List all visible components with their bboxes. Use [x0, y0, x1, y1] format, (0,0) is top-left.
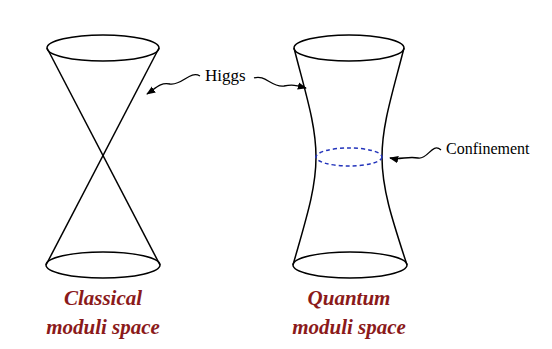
leader-line — [254, 77, 306, 88]
cone-side — [47, 48, 160, 265]
confinement-circle — [316, 148, 382, 166]
leader-line — [390, 148, 441, 159]
hyperboloid-side — [293, 48, 316, 265]
higgs-label: Higgs — [205, 66, 246, 86]
confinement-label: Confinement — [446, 140, 530, 158]
cone-bottom-rim — [46, 252, 160, 278]
quantum-hyperboloid — [293, 35, 407, 278]
moduli-caption: Classical moduli space — [33, 284, 173, 342]
classical-cone — [46, 35, 160, 278]
cone-top-rim — [47, 35, 159, 61]
leaders — [147, 75, 441, 159]
hyperboloid-top-rim — [294, 35, 404, 61]
hyperboloid-side — [382, 48, 407, 265]
moduli-caption: Quantum moduli space — [279, 284, 419, 342]
leader-line — [147, 75, 200, 94]
hyperboloid-bottom-rim — [293, 252, 407, 278]
cone-side — [46, 48, 159, 265]
